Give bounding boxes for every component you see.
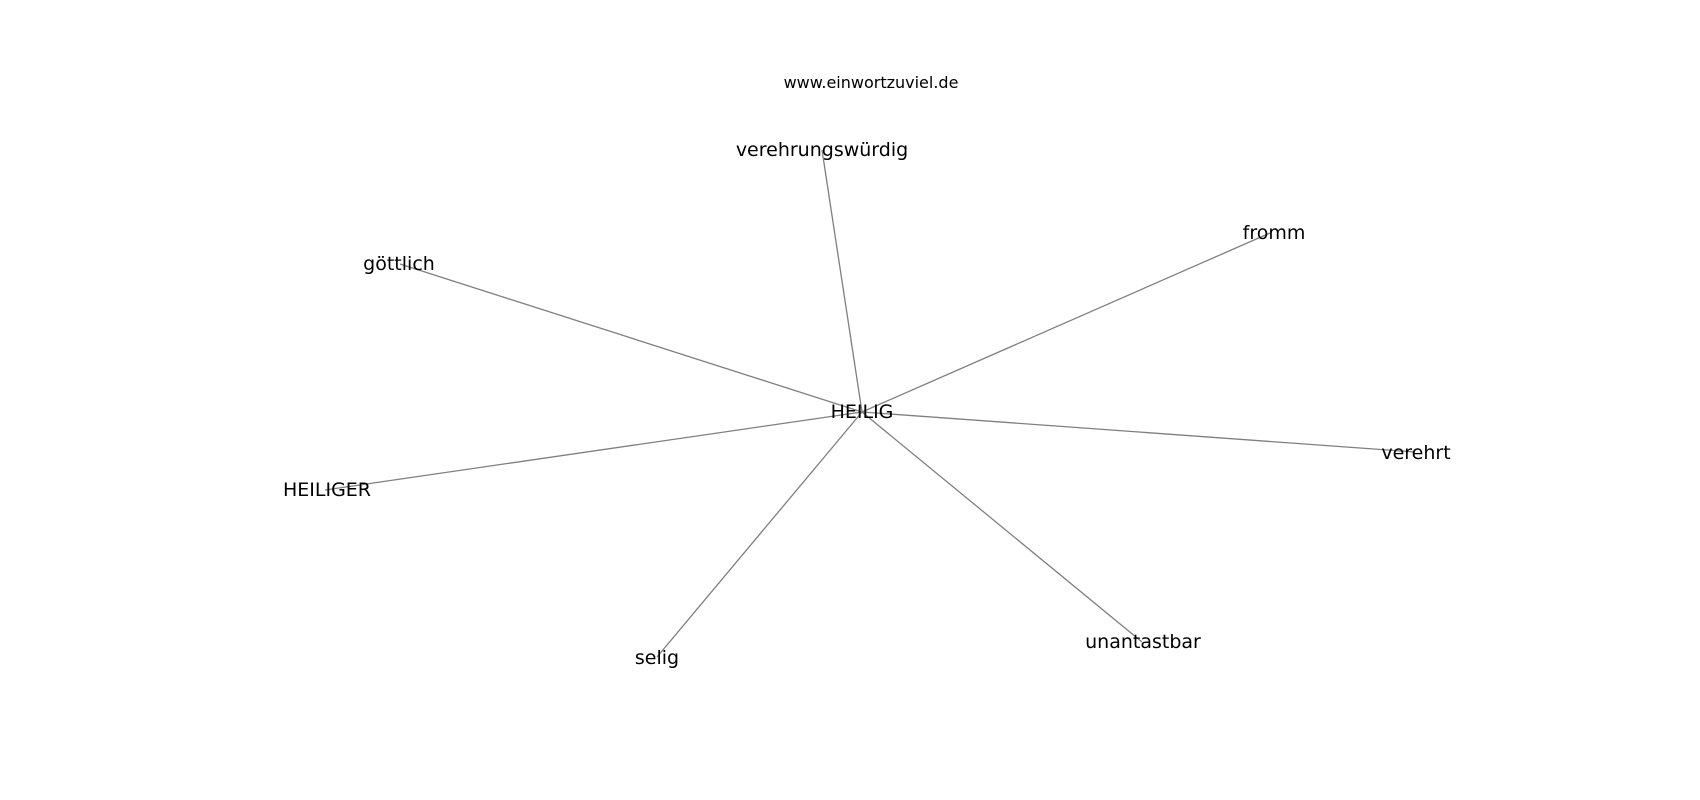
edge-heilig-selig	[656, 411, 863, 658]
node-goettlich: göttlich	[363, 253, 435, 275]
node-fromm: fromm	[1243, 222, 1306, 244]
edge-heilig-unantastbar	[861, 411, 1143, 643]
edge-heilig-goettlich	[399, 263, 863, 413]
node-labels-group: HEILIG verehrungswürdig fromm göttlich v…	[283, 139, 1451, 669]
node-selig: selig	[635, 647, 679, 669]
node-center-heilig: HEILIG	[831, 401, 894, 423]
node-unantastbar: unantastbar	[1085, 631, 1201, 653]
edge-heilig-verehrungswuerdig	[821, 149, 863, 413]
watermark-text: www.einwortzuviel.de	[784, 73, 959, 92]
edge-heilig-fromm	[861, 232, 1271, 413]
edge-heilig-verehrt	[861, 411, 1416, 453]
edges-group	[324, 149, 1416, 658]
node-verehrt: verehrt	[1381, 442, 1450, 464]
node-heiliger: HEILIGER	[283, 479, 371, 501]
edge-heilig-heiliger	[324, 411, 863, 491]
node-verehrungswuerdig: verehrungswürdig	[736, 139, 908, 161]
